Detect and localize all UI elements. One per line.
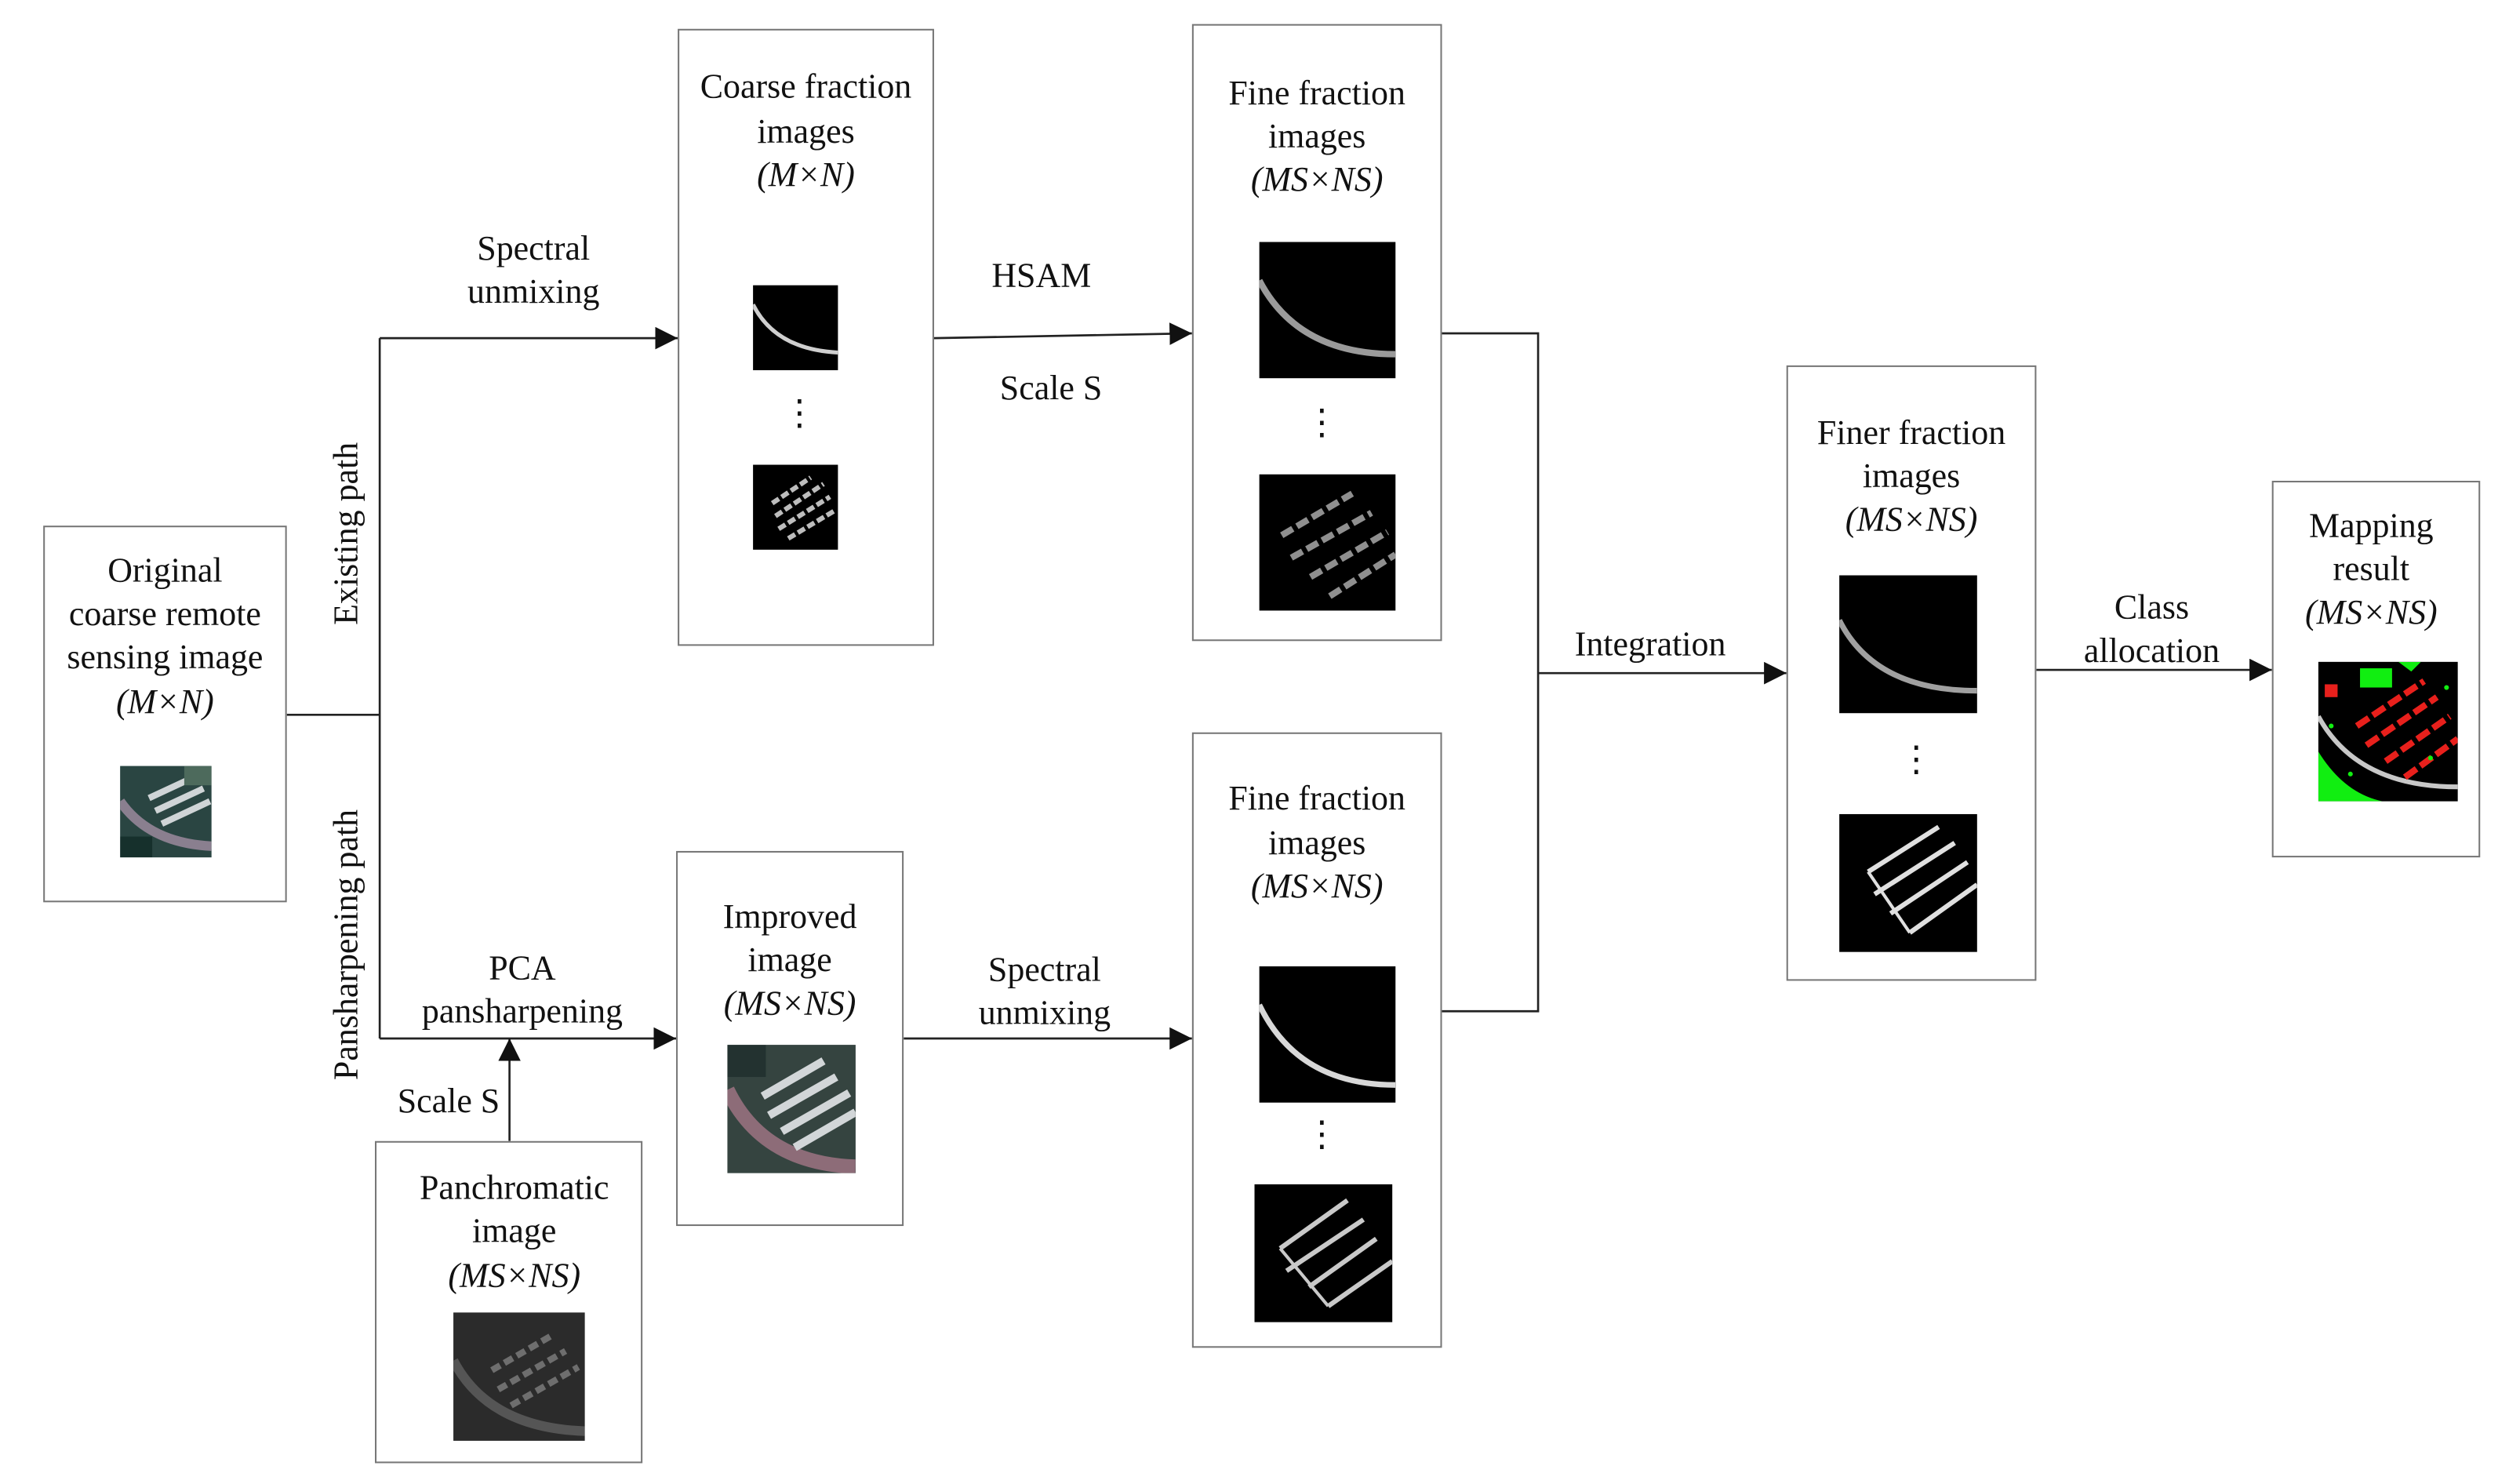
finer-title-2: images xyxy=(1862,456,1961,496)
original-dims: (M×N) xyxy=(116,682,214,722)
rs-color-image xyxy=(120,766,212,858)
spectral-unmixing-top-1: Spectral xyxy=(477,229,591,268)
pansharpening-path-label: Pansharpening path xyxy=(326,809,365,1081)
spectral-unmixing-bottom-2: unmixing xyxy=(978,993,1111,1032)
finer-ellipsis: ⋮ xyxy=(1898,738,1934,779)
pan-title-1: Panchromatic xyxy=(419,1168,609,1207)
improved-title-2: image xyxy=(747,940,832,980)
class-allocation-label-1: Class xyxy=(2114,587,2190,627)
pan-dims: (MS×NS) xyxy=(448,1256,581,1295)
spectral-unmixing-top-2: unmixing xyxy=(467,272,600,311)
pan-title-2: image xyxy=(472,1211,557,1250)
mapping-result-thumbnail xyxy=(2318,661,2458,802)
finer-dims: (MS×NS) xyxy=(1845,500,1978,539)
fine-bottom-stripes xyxy=(1254,1184,1393,1322)
finer-title-1: Finer fraction xyxy=(1816,413,2006,453)
original-image-thumbnail xyxy=(120,766,212,858)
mapping-dims: (MS×NS) xyxy=(2304,592,2438,632)
coarse-title-2: images xyxy=(757,112,855,151)
improved-title-1: Improved xyxy=(722,897,857,937)
fine-top-dims: (MS×NS) xyxy=(1250,160,1384,199)
scale-s-top-label: Scale S xyxy=(999,368,1103,407)
original-title-3: sensing image xyxy=(67,638,264,677)
fine-bottom-title-2: images xyxy=(1267,824,1366,863)
improved-image-thumbnail xyxy=(727,1045,856,1173)
panchromatic-image-box xyxy=(375,1140,643,1464)
coarse-fraction-curve xyxy=(753,285,838,370)
hsam-label: HSAM xyxy=(991,256,1092,295)
mapping-title-1: Mapping xyxy=(2309,506,2434,545)
fine-bottom-dims: (MS×NS) xyxy=(1250,867,1384,906)
arrow-hsam xyxy=(933,322,1192,345)
coarse-fraction-stripes xyxy=(753,464,838,550)
fine-top-ellipsis: ⋮ xyxy=(1304,402,1340,442)
finer-stripes xyxy=(1839,813,1977,952)
line-fine-top-out xyxy=(1442,332,1540,1013)
coarse-ellipsis: ⋮ xyxy=(781,392,817,433)
class-allocation-label-2: allocation xyxy=(2083,631,2220,671)
fine-top-stripes xyxy=(1259,474,1396,611)
coarse-title-1: Coarse fraction xyxy=(700,67,912,106)
existing-path-label: Existing path xyxy=(326,442,365,625)
original-title-2: coarse remote xyxy=(68,595,261,634)
coarse-dims: (M×N) xyxy=(757,155,855,195)
original-title-1: Original xyxy=(107,551,223,590)
fine-top-title-1: Fine fraction xyxy=(1228,73,1405,113)
improved-dims: (MS×NS) xyxy=(723,984,856,1023)
mapping-title-2: result xyxy=(2333,549,2410,588)
fine-bottom-ellipsis: ⋮ xyxy=(1304,1114,1340,1155)
fine-top-title-2: images xyxy=(1267,117,1366,156)
fine-bottom-title-1: Fine fraction xyxy=(1228,778,1405,818)
pca-label-2: pansharpening xyxy=(421,991,624,1031)
spectral-unmixing-bottom-1: Spectral xyxy=(987,950,1101,989)
panchromatic-thumbnail xyxy=(453,1312,585,1441)
pca-label-1: PCA xyxy=(489,948,556,988)
finer-curve xyxy=(1839,575,1977,714)
fine-bottom-curve xyxy=(1259,966,1396,1103)
scale-s-bottom-label: Scale S xyxy=(397,1082,500,1121)
integration-label: Integration xyxy=(1574,624,1726,664)
fine-top-curve xyxy=(1259,242,1396,379)
